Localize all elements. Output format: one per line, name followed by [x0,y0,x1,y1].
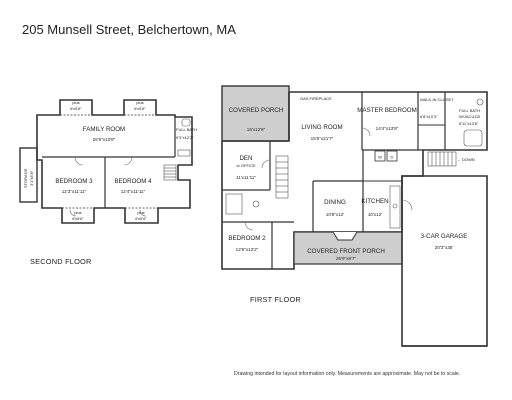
living-room-dims: 15'5"x21'7" [311,136,334,141]
plus-bl-dims: 6'x5'6" [72,216,84,221]
garage-dims: 20'3"x35' [435,245,454,250]
plus-tl-dims: 6'x5'6" [70,106,82,111]
second-floor-label: SECOND FLOOR [30,257,92,266]
laundry-area [374,150,398,162]
page-title: 205 Munsell Street, Belchertown, MA [22,22,236,37]
master-bath-sub: W/JACUZZI [459,114,480,119]
bedroom2-dims: 12'5"x12'2" [236,247,259,252]
second-floor-plan [36,99,193,224]
second-floor-stairs [163,164,177,181]
master-bath-name: FULL BATH [459,108,480,113]
first-floor-plan [221,91,488,270]
storage-name: STORAGE [23,168,28,188]
family-room-dims: 26'5"x10'8" [93,137,116,142]
gas-fireplace-name: GAS FIREPLACE [300,96,332,101]
covered-front-porch-dims: 25'9"x8'7" [336,256,356,261]
down-label: DOWN [462,157,475,162]
kitchen-dims: 10'x12' [368,212,382,217]
second-full-bath-dims: 9'3"x12'3" [176,135,194,140]
garage-name: 3-CAR GARAGE [421,233,468,240]
dryer-label: D [391,155,394,160]
kitchen-counters [389,185,401,229]
plus-tr-name: plus [136,100,143,105]
washer-label: W [378,155,382,160]
dining-dims: 10'8"x12' [326,212,345,217]
bedroom3-name: BEDROOM 3 [55,178,93,185]
den-name: DEN [239,155,252,162]
storage-dims: 3'1"x5'8" [29,170,34,186]
living-room-name: LIVING ROOM [301,124,342,131]
covered-porch-area [221,85,290,142]
plus-bl-name: plus [74,210,81,215]
walk-in-closet-name: WALK-IN CLOSET [420,97,454,102]
den-sub: or OFFICE [236,163,256,168]
garage-outline [401,175,488,347]
plus-br-dims: 6'x5'6" [135,216,147,221]
bedroom4-name: BEDROOM 4 [114,178,152,185]
down-arrow-icon: ← [457,157,461,162]
bedroom2-name: BEDROOM 2 [228,235,266,242]
first-floor-bath-fixtures [225,98,484,215]
family-room-name: FAMILY ROOM [83,126,125,133]
kitchen-name: KITCHEN [361,198,388,205]
bedroom4-dims: 12'4"x11'11" [121,189,146,194]
covered-porch-dims: 15'x12'8" [247,127,266,132]
plus-br-name: plus [137,210,144,215]
walk-in-closet-dims: 6'8"x10'3" [420,114,438,119]
covered-porch-name: COVERED PORCH [229,107,284,114]
bedroom3-dims: 12'3"x11'11" [62,189,87,194]
master-bedroom-name: MASTER BEDROOM [357,107,416,114]
storage-closet [19,147,38,203]
disclaimer: Drawing intended for layout information … [234,371,461,377]
covered-front-porch-name: COVERED FRONT PORCH [307,248,385,255]
plus-tl-name: plus [72,100,79,105]
den-dims: 11'x11'11" [236,175,256,180]
first-floor-stairs [275,155,289,199]
dining-bay-window [332,231,358,241]
second-floor-doors [69,156,147,217]
first-floor-label: FIRST FLOOR [250,295,301,304]
plus-tr-dims: 6'x5'6" [134,106,146,111]
master-bath-dims: 8'11"x13'8" [459,121,479,126]
garage-stairs [427,151,457,167]
second-full-bath-name: FULL BATH [176,127,197,132]
second-floor-bath-fixtures [177,118,191,157]
dining-name: DINING [324,199,346,206]
master-bedroom-dims: 14'4"x13'8" [376,126,399,131]
first-floor-doors [244,127,413,231]
